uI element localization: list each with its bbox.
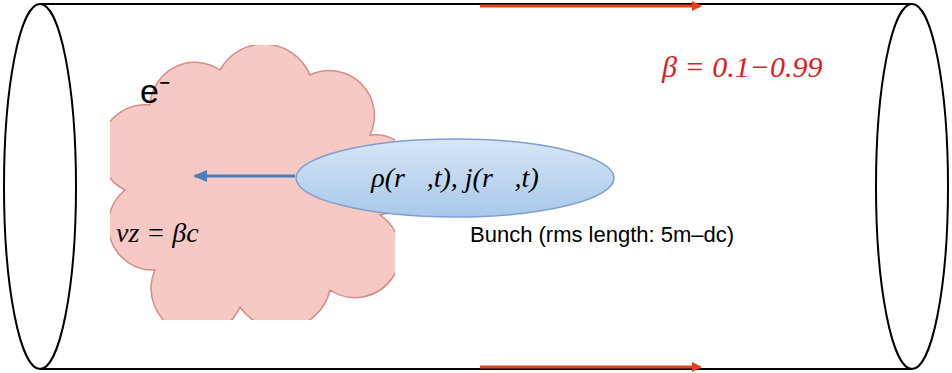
velocity-label: vz = βc	[116, 217, 199, 249]
beta-range: β = 0.1−0.99	[662, 50, 822, 84]
current-arrow	[480, 5, 700, 8]
bunch-ellipse: ρ(r⃗,t), j(r⃗,t)	[295, 138, 615, 218]
charge-current-label: ρ(r⃗,t), j(r⃗,t)	[371, 162, 538, 194]
current-arrow	[480, 366, 700, 369]
particle-label: e⁻	[140, 67, 170, 113]
bunch-label: Bunch (rms length: 5m–dc)	[470, 222, 734, 248]
